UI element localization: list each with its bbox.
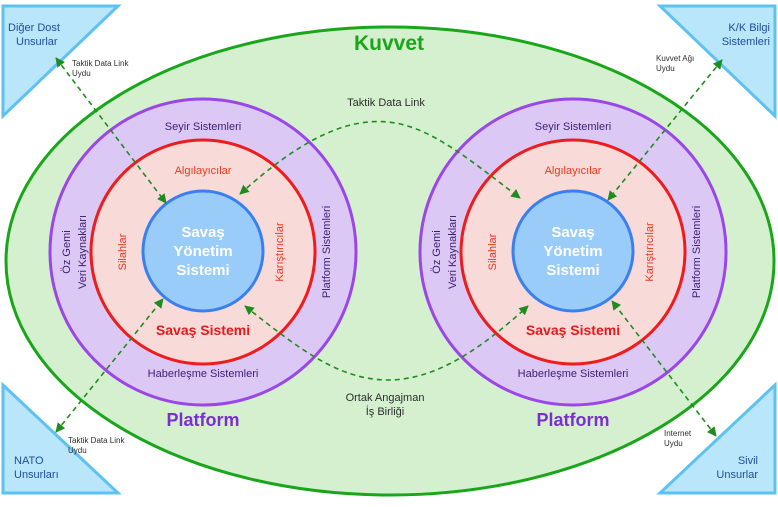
corner-bottom-left-label-1: NATO	[14, 455, 44, 467]
right-ring-left-label-2: Veri Kaynakları	[447, 215, 459, 289]
right-ring-bottom-label: Haberleşme Sistemleri	[518, 368, 629, 380]
corner-top-left-label-2: Unsurlar	[16, 36, 58, 48]
corner-bottom-left-link-1: Taktik Data Link	[68, 436, 125, 445]
corner-bottom-right-triangle	[656, 381, 777, 495]
link-center-top	[239, 120, 521, 199]
corner-top-left-link-2: Uydu	[72, 69, 91, 78]
left-ring-left-label-1: Öz Gemi	[61, 230, 73, 273]
corner-bottom-left-triangle	[1, 381, 122, 495]
corner-top-left-label-1: Diğer Dost	[8, 22, 60, 34]
corner-bottom-right-label-1: Sivil	[738, 455, 758, 467]
corner-bottom-right-label-2: Unsurlar	[716, 469, 758, 481]
corner-top-right-link-1: Kuvvet Ağı	[656, 54, 694, 63]
left-inner-right-label: Karıştırıcılar	[274, 222, 286, 282]
corner-top-right-link-2: Uydu	[656, 64, 675, 73]
center-bottom-label-2: İş Birliği	[366, 405, 405, 418]
center-bottom-label-1: Ortak Angajman	[346, 392, 425, 404]
corner-top-right-label-2: Sistemleri	[722, 36, 770, 48]
corner-bottom-left-link-2: Uydu	[68, 446, 87, 455]
link-arrows	[55, 57, 723, 437]
left-core-label-3: Sistemi	[176, 262, 229, 279]
right-core-label-2: Yönetim	[543, 243, 602, 260]
link-bottom-left	[55, 298, 164, 433]
corner-bottom-left-label-2: Unsurları	[14, 469, 59, 481]
corner-top-right-label-1: K/K Bilgi	[728, 22, 770, 34]
link-top-right	[607, 59, 723, 201]
right-inner-left-label: Silahlar	[487, 233, 499, 270]
right-inner-right-label: Karıştırıcılar	[644, 222, 656, 282]
left-ring-bottom-label: Haberleşme Sistemleri	[148, 368, 259, 380]
link-center-bottom	[244, 305, 529, 381]
right-inner-top-label: Algılayıcılar	[545, 165, 602, 177]
corner-bottom-right-link-1: Internet	[664, 429, 692, 438]
force-title: Kuvvet	[354, 32, 424, 55]
left-ring-top-label: Seyir Sistemleri	[165, 121, 241, 133]
left-core-circle	[141, 189, 265, 313]
corner-top-left-link-1: Taktik Data Link	[72, 59, 129, 68]
corner-bottom-right-link-2: Uydu	[664, 439, 683, 448]
left-inner-top-label: Algılayıcılar	[175, 165, 232, 177]
right-core-label-1: Savaş	[551, 224, 594, 241]
right-ring-right-label: Platform Sistemleri	[691, 206, 703, 298]
right-core-label-3: Sistemi	[546, 262, 599, 279]
right-ring-left-label-1: Öz Gemi	[431, 230, 443, 273]
left-core-label-2: Yönetim	[173, 243, 232, 260]
right-inner-bottom-label: Savaş Sistemi	[526, 322, 620, 338]
left-ring-left-label-2: Veri Kaynakları	[77, 215, 89, 289]
right-core-circle	[511, 189, 635, 313]
left-inner-bottom-label: Savaş Sistemi	[156, 322, 250, 338]
center-top-label: Taktik Data Link	[347, 97, 425, 109]
left-core-label-1: Savaş	[181, 224, 224, 241]
link-bottom-right	[611, 300, 717, 437]
left-ring-right-label: Platform Sistemleri	[321, 206, 333, 298]
left-platform-title: Platform	[166, 410, 239, 430]
right-ring-top-label: Seyir Sistemleri	[535, 121, 611, 133]
link-top-left	[55, 57, 167, 204]
right-platform-title: Platform	[536, 410, 609, 430]
left-inner-left-label: Silahlar	[117, 233, 129, 270]
